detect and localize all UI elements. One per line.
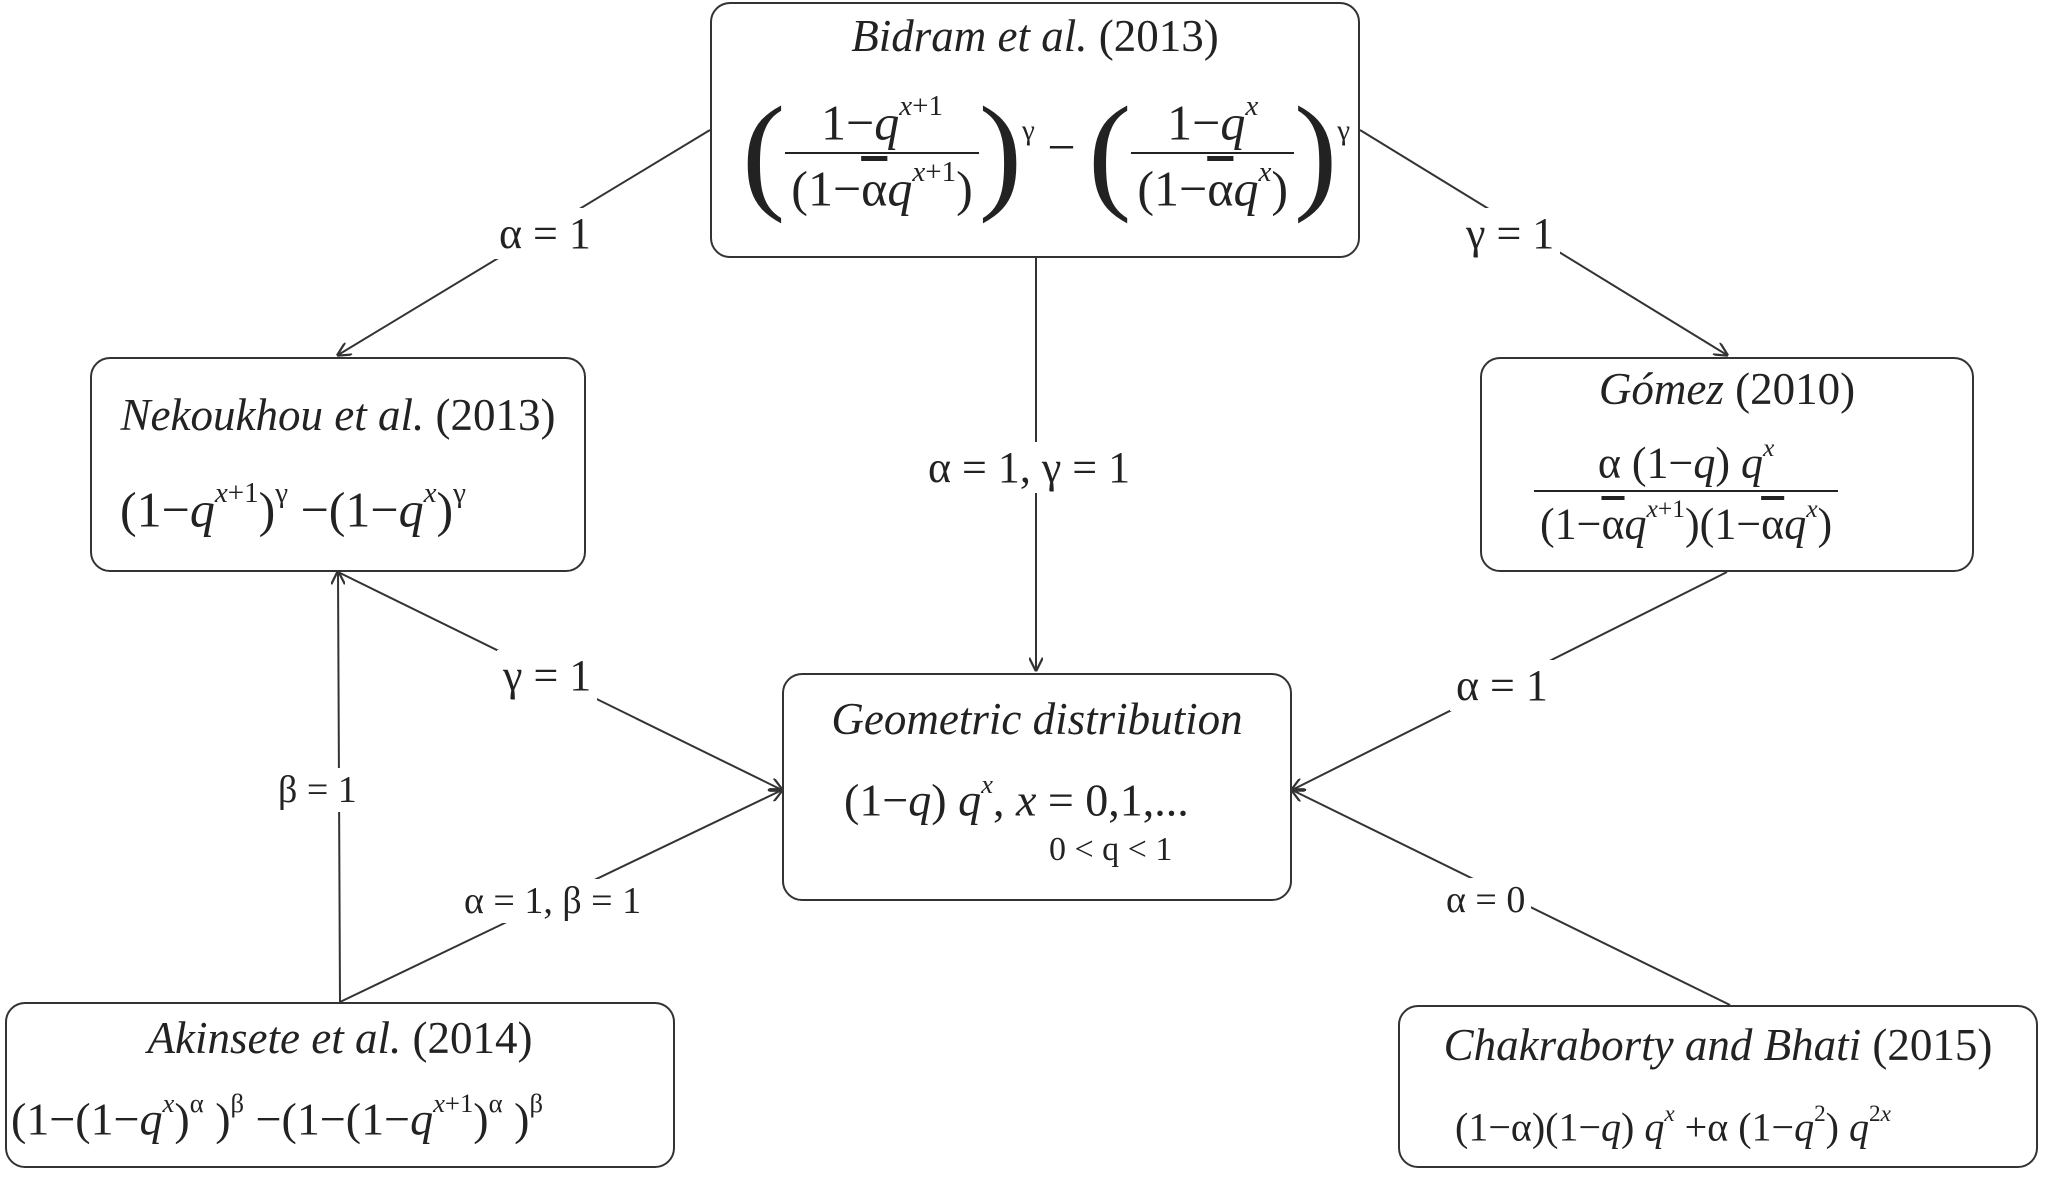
node-title-text: Geometric distribution (831, 694, 1243, 744)
node-akinsete: Akinsete et al. (2014) (1−(1−qx)α )β −(1… (5, 1002, 675, 1168)
node-formula: (1−(1−qx)α )β −(1−(1−qx+1)α )β (11, 1088, 544, 1145)
node-title-authors: Nekoukhou et al. (120, 390, 425, 440)
node-title: Akinsete et al. (2014) (7, 1012, 673, 1064)
edge-label-bidram-nekoukhou: α = 1 (493, 208, 597, 259)
edge-label-gomez-geometric: α = 1 (1450, 660, 1554, 711)
node-title-authors: Akinsete et al. (147, 1013, 402, 1063)
node-formula: α (1−q) qx(1−αqx+1)(1−αqx) (1534, 435, 1839, 546)
node-geometric: Geometric distribution (1−q) qx, x = 0,1… (782, 673, 1292, 901)
node-title-authors: Chakraborty and Bhati (1443, 1020, 1862, 1070)
node-bidram: Bidram et al. (2013) (1−qx+1(1−αqx+1))γ … (710, 2, 1360, 258)
node-gomez: Gómez (2010) α (1−q) qx(1−αqx+1)(1−αqx) (1480, 357, 1974, 572)
node-chakraborty: Chakraborty and Bhati (2015) (1−α)(1−q) … (1398, 1005, 2038, 1168)
edge-label-nekoukhou-geometric: γ = 1 (497, 650, 598, 701)
node-formula: (1−qx+1(1−αqx+1))γ − (1−qx(1−αqx))γ (742, 80, 1351, 225)
node-title: Geometric distribution (784, 693, 1290, 745)
node-title-authors: Gómez (1598, 364, 1724, 414)
node-title: Nekoukhou et al. (2013) (92, 389, 584, 441)
node-title: Gómez (2010) (1482, 363, 1972, 415)
node-title-year: (2014) (412, 1013, 533, 1063)
node-title-year: (2013) (435, 390, 556, 440)
node-title: Chakraborty and Bhati (2015) (1400, 1019, 2036, 1071)
node-formula: (1−q) qx, x = 0,1,... (844, 769, 1189, 826)
node-title-year: (2010) (1735, 364, 1856, 414)
node-title-year: (2015) (1872, 1020, 1993, 1070)
node-title-authors: Bidram et al. (851, 11, 1088, 61)
edge-label-akinsete-geometric: α = 1, β = 1 (458, 879, 648, 923)
node-title-year: (2013) (1098, 11, 1219, 61)
edge-label-bidram-geometric: α = 1, γ = 1 (922, 442, 1137, 493)
node-formula: (1−α)(1−q) qx +α (1−q2) q2x (1455, 1101, 1891, 1150)
node-constraint: 0 < q < 1 (1049, 831, 1173, 868)
node-formula: (1−qx+1)γ −(1−qx)γ (120, 477, 466, 538)
edge-label-chakraborty-geometric: α = 0 (1440, 878, 1532, 922)
edge-label-bidram-gomez: γ = 1 (1460, 208, 1561, 259)
node-title: Bidram et al. (2013) (712, 10, 1358, 62)
edge-label-akinsete-nekoukhou: β = 1 (272, 768, 363, 812)
node-nekoukhou: Nekoukhou et al. (2013) (1−qx+1)γ −(1−qx… (90, 357, 586, 572)
